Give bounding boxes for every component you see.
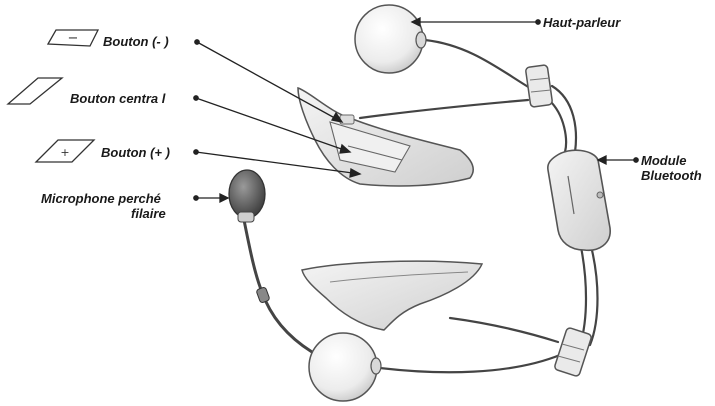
minus-button-icon: −	[46, 29, 100, 47]
center-button-icon	[6, 77, 64, 105]
label-plus-button: Bouton (+ )	[101, 145, 170, 160]
control-cable	[358, 98, 530, 120]
connector-bottom	[554, 327, 592, 377]
connector-top	[525, 64, 553, 108]
speaker-cable-bottom	[378, 353, 562, 374]
label-module-line1: Module	[641, 153, 687, 168]
cables	[242, 38, 599, 374]
speaker-bottom	[308, 332, 382, 402]
plus-button-icon: +	[34, 139, 96, 163]
microphone-boom	[242, 218, 314, 354]
control-unit	[297, 86, 474, 187]
plus-icon: +	[60, 146, 69, 159]
module-cable-bottom	[588, 240, 599, 347]
leader-plus	[195, 151, 361, 175]
label-microphone-line1: Microphone perché	[41, 191, 161, 206]
mounting-base	[301, 260, 484, 331]
label-minus-button: Bouton (- )	[103, 34, 169, 49]
microphone	[228, 169, 270, 303]
speaker-cable-top	[423, 38, 532, 90]
leader-lines	[193, 16, 639, 204]
leader-minus	[196, 41, 343, 123]
label-microphone-line2: filaire	[131, 206, 166, 221]
label-speaker: Haut-parleur	[543, 15, 621, 30]
label-center-button: Bouton centra l	[70, 91, 166, 106]
bluetooth-module	[547, 149, 611, 252]
speaker-top	[354, 4, 427, 74]
label-module-line2: Bluetooth	[641, 168, 702, 183]
minus-icon: −	[68, 31, 79, 46]
module-cable-top	[550, 84, 578, 154]
leader-center	[195, 97, 351, 153]
